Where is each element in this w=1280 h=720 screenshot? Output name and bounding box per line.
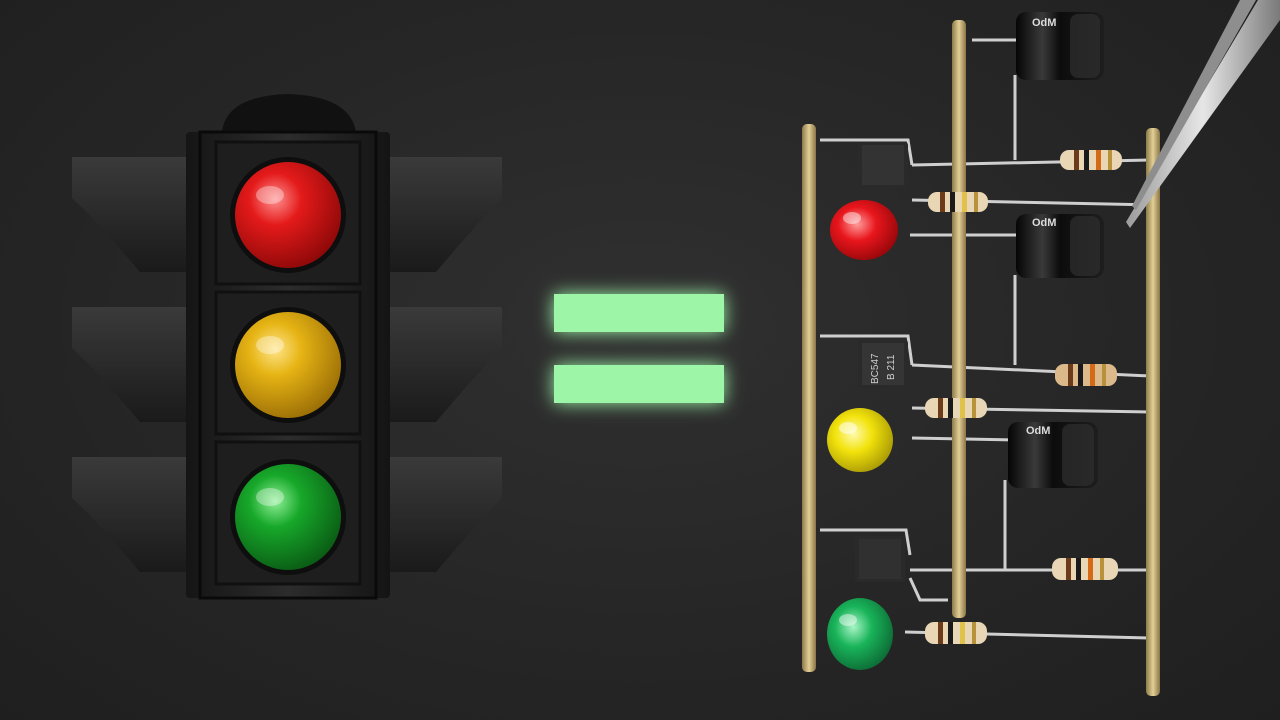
capacitor-top: OdM (1016, 12, 1104, 80)
resistor (1055, 364, 1117, 386)
resistor (1060, 150, 1122, 170)
brass-rod-left (802, 124, 816, 672)
resistor (928, 192, 988, 212)
capacitor-marking: OdM (1032, 17, 1056, 29)
led-circuit: OdM OdM OdM (802, 0, 1280, 696)
equals-top-bar (554, 294, 724, 332)
transistor-marking-line1: BC547 (870, 353, 881, 384)
capacitor-marking: OdM (1032, 217, 1056, 229)
traffic-light-right-visors (390, 157, 502, 572)
brass-rod-right (1146, 128, 1160, 696)
capacitor-bottom: OdM (1008, 422, 1098, 488)
traffic-light (72, 94, 502, 600)
transistor-bottom (855, 536, 905, 582)
led-green (827, 598, 893, 670)
resistors (925, 150, 1122, 644)
tweezers (1126, 0, 1280, 228)
resistor (1052, 558, 1118, 580)
transistor-top (858, 142, 908, 188)
transistor-middle: BC547 B 211 (858, 340, 908, 388)
equals-bottom-bar (554, 365, 724, 403)
brass-rod-middle (952, 20, 966, 618)
red-lamp (230, 157, 346, 273)
transistor-marking-line2: B 211 (886, 354, 897, 380)
resistor (925, 398, 987, 418)
traffic-light-left-visors (72, 157, 186, 572)
capacitor-marking: OdM (1026, 425, 1050, 437)
resistor (925, 622, 987, 644)
led-yellow (827, 408, 893, 472)
green-lamp (230, 459, 346, 575)
capacitor-middle: OdM (1016, 214, 1104, 278)
yellow-lamp (230, 307, 346, 423)
equals-sign (554, 294, 724, 403)
traffic-light-top-cap (222, 94, 356, 132)
led-red (830, 200, 898, 260)
